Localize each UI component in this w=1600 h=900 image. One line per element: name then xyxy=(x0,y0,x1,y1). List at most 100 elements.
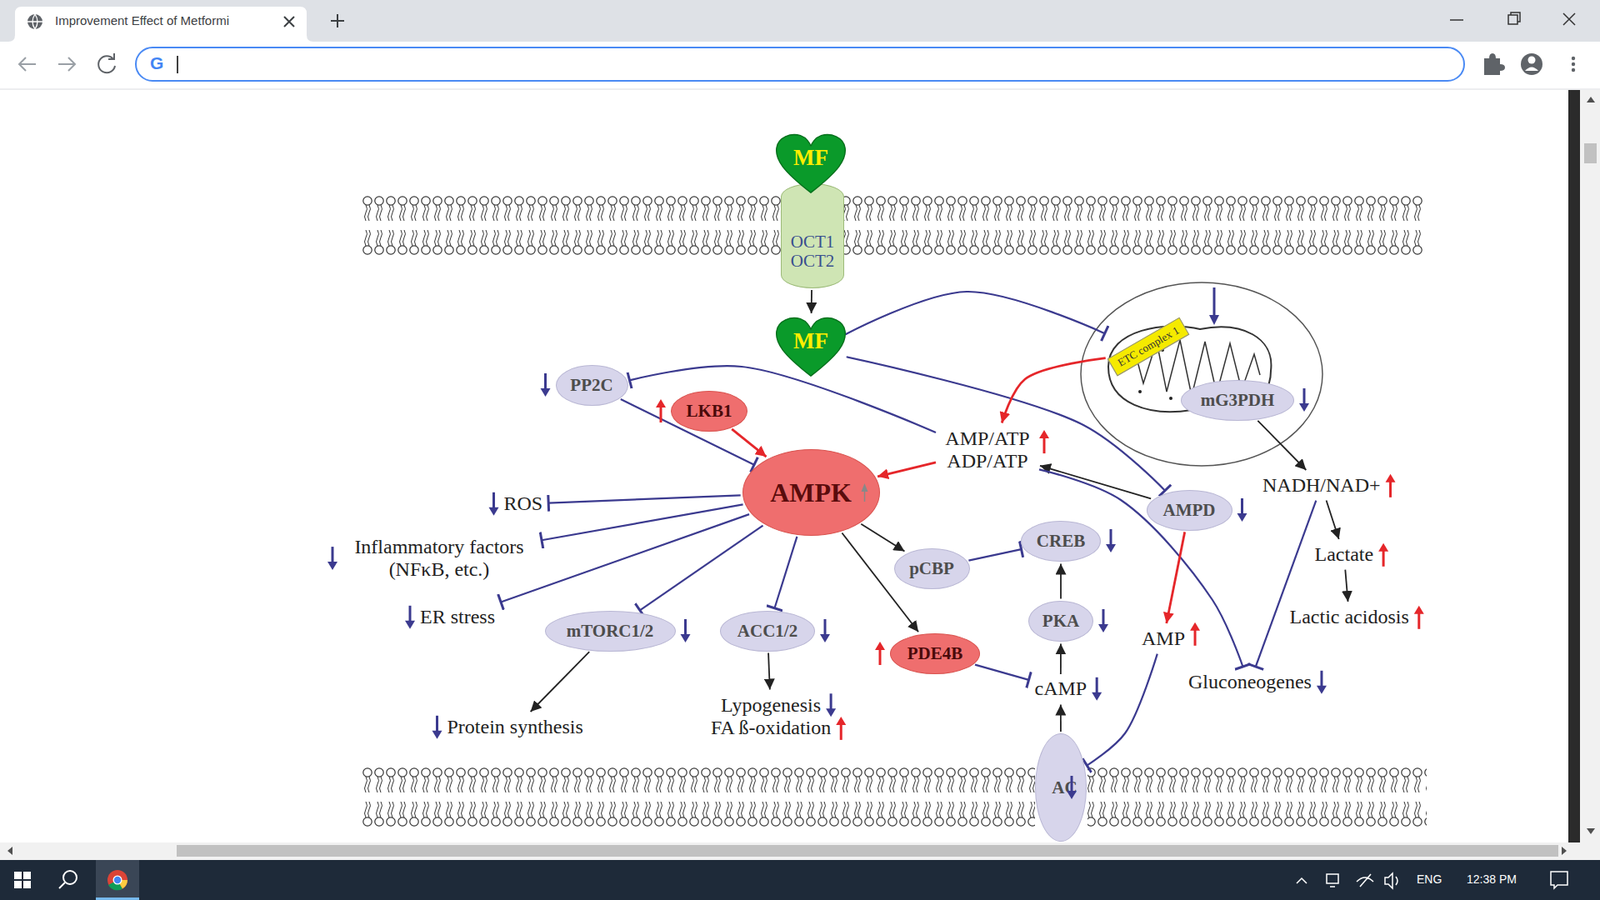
change-arrow xyxy=(327,546,338,570)
activation-arrow xyxy=(810,290,813,314)
change-arrow xyxy=(1066,775,1077,800)
activation-arrow xyxy=(1345,570,1348,602)
activation-arrow xyxy=(768,652,770,690)
scrollbar-track xyxy=(1580,90,1600,843)
tab-strip xyxy=(0,0,1600,42)
mitochondrion xyxy=(1080,282,1323,466)
node-label: Lactic acidosis xyxy=(1290,605,1410,630)
chrome-icon xyxy=(107,870,128,890)
node-label: FA ß-oxidation xyxy=(710,716,831,740)
restore-button xyxy=(1508,12,1520,25)
change-arrow xyxy=(1316,670,1327,695)
scroll-up xyxy=(1586,96,1595,103)
change-arrow xyxy=(1378,543,1389,567)
change-arrow xyxy=(489,492,500,516)
node-label: MF xyxy=(793,145,829,171)
metformin-heart: MF xyxy=(775,315,847,378)
change-arrow xyxy=(1091,677,1102,701)
protein-ellipse: pCBP xyxy=(894,548,970,590)
activation-arrow xyxy=(1326,500,1340,540)
cyclase-ellipse: AC xyxy=(1035,733,1087,842)
activation-arrow xyxy=(1060,564,1062,600)
complex-box: ETC complex 1 xyxy=(1107,317,1190,377)
menu-icon xyxy=(1571,56,1575,72)
process-text: AMP/ATP ADP/ATP xyxy=(937,425,1038,475)
protein-ellipse: mG3PDH xyxy=(1180,380,1295,421)
process-text: Gluconeogenes xyxy=(1185,669,1315,696)
search-logo: G xyxy=(150,53,164,74)
activation-arrow xyxy=(1060,644,1062,675)
metformin-heart: MF xyxy=(775,132,847,195)
text-cursor xyxy=(176,55,179,74)
inhibition-line xyxy=(640,525,764,611)
inhibition-line xyxy=(500,514,750,602)
inhibition-line xyxy=(968,549,1021,560)
language-indicator: ENG xyxy=(1416,872,1442,886)
minimize-button xyxy=(1450,19,1464,21)
clock: 12:38 PM xyxy=(1466,872,1517,886)
process-text: Protein synthesis xyxy=(444,714,587,741)
node-label: ACC1/2 xyxy=(737,620,798,642)
change-arrow xyxy=(1385,474,1396,498)
node-label: ROS xyxy=(504,492,544,516)
activation-arrow xyxy=(1060,705,1062,732)
forward-button xyxy=(58,57,75,71)
node-label: Protein synthesis xyxy=(447,715,584,740)
active-tab xyxy=(8,6,314,42)
address-bar xyxy=(135,47,1465,81)
ampk-ellipse: AMPK xyxy=(742,449,880,536)
activation-arrow xyxy=(731,429,766,457)
inhibition-line xyxy=(1086,654,1157,766)
protein-ellipse: CREB xyxy=(1020,520,1101,562)
inhibition-line xyxy=(541,504,744,540)
heart-outline xyxy=(776,318,846,377)
change-arrow xyxy=(1098,609,1109,633)
taskbar-active xyxy=(95,860,140,900)
node-label: AMPD xyxy=(1163,500,1216,521)
change-arrow xyxy=(405,605,415,630)
change-arrow xyxy=(1414,605,1425,630)
change-arrow xyxy=(1039,430,1050,454)
change-arrow xyxy=(825,693,836,717)
node-label: Gluconeogenes xyxy=(1188,670,1312,695)
change-arrow xyxy=(1237,498,1248,522)
inhibition-line xyxy=(548,495,740,503)
activation-arrow xyxy=(1166,531,1185,624)
tab-title: Improvement Effect of Metformi xyxy=(55,13,230,28)
protein-ellipse: mTORC1/2 xyxy=(545,610,676,652)
new-tab xyxy=(330,14,345,28)
node-label: mTORC1/2 xyxy=(566,620,655,642)
back-button xyxy=(19,57,36,71)
tray-icons xyxy=(1326,871,1568,889)
process-text: Inflammatory factors (NFκB, etc.) xyxy=(339,534,540,584)
process-text: AMP xyxy=(1138,625,1189,653)
scroll-left xyxy=(7,846,13,855)
close-button xyxy=(1563,13,1575,25)
node-label: OCT1 OCT2 xyxy=(781,232,844,271)
change-arrow xyxy=(1105,529,1116,553)
activation-arrow xyxy=(860,524,905,552)
process-text: ROS xyxy=(500,490,547,518)
globe-icon xyxy=(27,14,43,30)
inhibition-line xyxy=(630,365,936,433)
start-button xyxy=(14,871,31,889)
change-arrow xyxy=(540,373,551,397)
reload-button xyxy=(98,53,115,73)
node-label: mG3PDH xyxy=(1200,390,1275,411)
taskbar-indicator xyxy=(95,897,140,900)
toolbar-border xyxy=(0,89,1600,90)
scroll-thumb xyxy=(1584,143,1597,164)
heart-outline xyxy=(776,135,846,194)
node-label: cAMP xyxy=(1035,677,1088,701)
node-label: AMP xyxy=(1141,627,1185,651)
node-label: ETC complex 1 xyxy=(1115,323,1182,370)
hscroll-thumb xyxy=(176,845,1559,857)
taskbar xyxy=(0,860,1600,900)
activated-protein: LKB1 xyxy=(670,390,748,432)
activation-arrow xyxy=(1001,358,1105,424)
change-arrow xyxy=(861,483,869,502)
node-label: pCBP xyxy=(909,558,955,580)
node-label: Lypogenesis xyxy=(720,694,821,718)
node-label: AC xyxy=(1051,777,1077,799)
change-arrow xyxy=(432,715,443,740)
